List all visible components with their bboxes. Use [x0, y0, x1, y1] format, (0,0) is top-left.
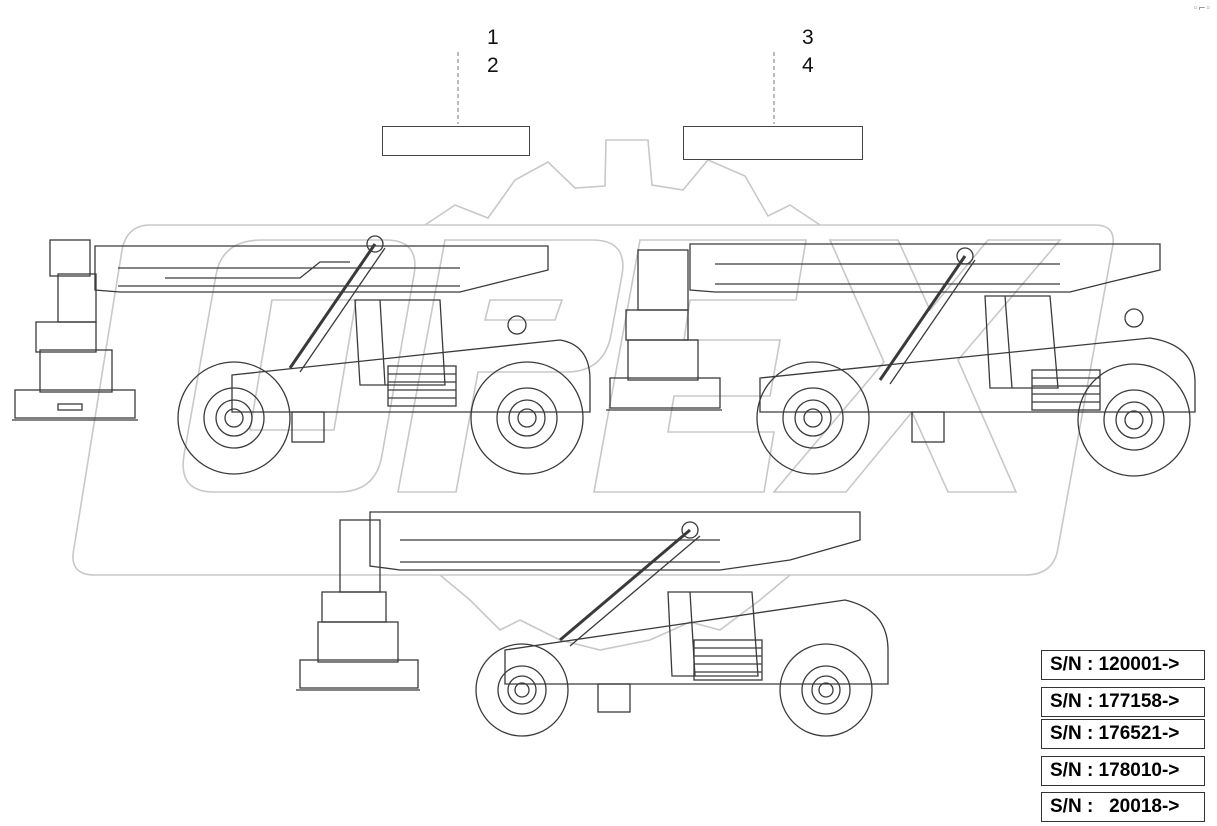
reach-stacker-top-left	[12, 235, 591, 475]
cabin	[984, 295, 1059, 389]
rear-wheel	[1077, 363, 1191, 477]
chassis	[231, 339, 591, 413]
callout-number-1: 1	[487, 26, 499, 49]
spreader-head	[14, 389, 136, 419]
watermark-gear	[424, 139, 821, 226]
boom	[369, 511, 861, 571]
callout-leaders	[457, 52, 775, 124]
lift-cylinder	[559, 528, 691, 642]
chassis	[759, 337, 1196, 413]
front-wheel	[756, 361, 870, 475]
watermark-logo	[72, 139, 1114, 651]
serial-number-1: S/N : 120001->	[1041, 650, 1205, 680]
front-wheel	[177, 361, 291, 475]
serial-number-5: S/N : 20018->	[1041, 792, 1205, 822]
callout-number-2: 2	[487, 54, 499, 77]
reach-stacker-bottom	[296, 511, 889, 737]
serial-number-4: S/N : 178010->	[1041, 756, 1205, 786]
label-plate-left	[382, 126, 530, 156]
cabin	[354, 299, 446, 386]
serial-number-3: S/N : 176521->	[1041, 719, 1205, 749]
grille	[693, 639, 763, 681]
decor-mark-icon: ◦⌐◦	[1192, 4, 1211, 14]
spreader-head	[609, 377, 721, 409]
watermark-letter-p	[397, 239, 624, 493]
watermark-letter-e	[593, 239, 807, 493]
callout-number-3: 3	[802, 26, 814, 49]
watermark-letter-x	[772, 239, 1062, 493]
watermark-frame	[72, 224, 1114, 576]
rear-wheel	[779, 643, 873, 737]
boom	[689, 243, 1161, 293]
grille	[1031, 369, 1101, 411]
watermark-gear-bottom	[439, 574, 791, 651]
label-plate-right	[683, 126, 863, 160]
lift-cylinder	[288, 243, 377, 369]
callout-number-4: 4	[802, 54, 814, 77]
cabin	[667, 591, 759, 677]
lift-cylinder	[878, 255, 967, 381]
watermark-letter-o	[182, 239, 416, 493]
spreader-head	[299, 659, 419, 689]
serial-number-2: S/N : 177158->	[1041, 687, 1205, 717]
chassis	[504, 599, 889, 685]
grille	[387, 365, 457, 407]
reach-stacker-top-right	[606, 243, 1196, 477]
rear-wheel	[470, 361, 584, 475]
boom	[94, 245, 549, 293]
front-wheel	[475, 643, 569, 737]
